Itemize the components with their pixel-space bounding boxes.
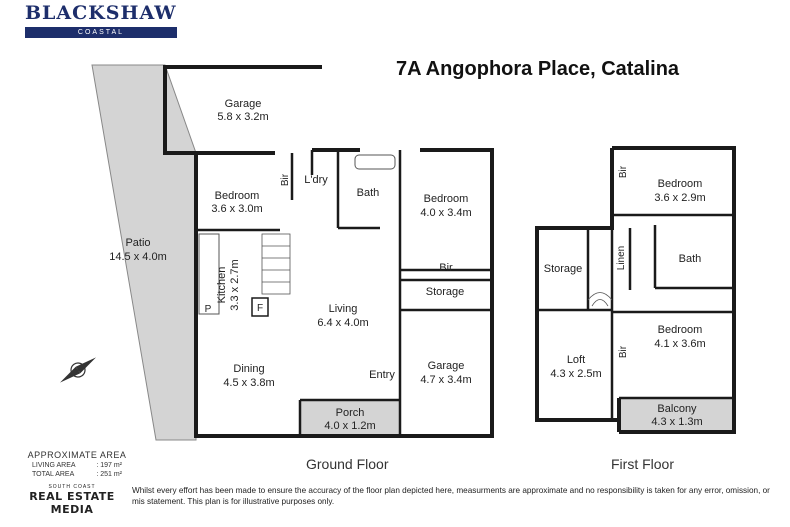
bir-first-bottom-label: Bir: [618, 345, 629, 358]
north-arrow-icon: N: [59, 357, 97, 383]
rem-logo-small: SOUTH COAST: [48, 484, 96, 490]
garage-top-dims: 5.8 x 3.2m: [217, 111, 268, 123]
area-title: APPROXIMATE AREA: [27, 450, 127, 460]
bedroom-left-name: Bedroom: [215, 190, 260, 202]
disclaimer-text: Whilst every effort has been made to ens…: [132, 486, 770, 506]
real-estate-media-logo: SOUTH COAST REAL ESTATE MEDIA: [22, 484, 122, 516]
kitchen-bench: [198, 233, 220, 315]
fridge-label: F: [257, 303, 263, 314]
ground-floor-walls: [163, 65, 494, 438]
ground-floor-interior-walls: [196, 150, 492, 436]
first-stairs: [587, 292, 613, 307]
garage-top-name: Garage: [225, 98, 262, 110]
loft-name: Loft: [567, 354, 585, 366]
logo-subtitle: COASTAL: [25, 27, 177, 38]
bedroom-first-top-dims: 3.6 x 2.9m: [654, 192, 705, 204]
area-summary: APPROXIMATE AREA LIVING AREA : 197 m² TO…: [22, 450, 132, 478]
bir-first-top-label: Bir: [618, 165, 629, 178]
company-logo: BLACKSHAW COASTAL: [25, 0, 177, 38]
loft-dims: 4.3 x 2.5m: [550, 368, 601, 380]
total-area-label: TOTAL AREA: [32, 471, 75, 478]
total-area-row: TOTAL AREA : 251 m²: [22, 471, 132, 478]
storage-first-label: Storage: [544, 263, 583, 275]
bedroom-first-top-name: Bedroom: [658, 178, 703, 190]
laundry-label: L'dry: [304, 174, 328, 186]
fridge-box: [251, 297, 269, 317]
linen-label: Linen: [616, 246, 627, 270]
balcony-name: Balcony: [657, 403, 697, 415]
bir-left-label: Bir: [280, 173, 291, 186]
living-name: Living: [329, 303, 358, 315]
bedroom-right-name: Bedroom: [424, 193, 469, 205]
total-area-value: : 251 m²: [96, 471, 122, 478]
kitchen-name: Kitchen: [216, 267, 228, 304]
first-floor-label: First Floor: [611, 456, 674, 472]
living-dims: 6.4 x 4.0m: [317, 317, 368, 329]
property-address: 7A Angophora Place, Catalina: [396, 58, 680, 80]
storage-ground-label: Storage: [426, 286, 465, 298]
garage-bottom-name: Garage: [428, 360, 465, 372]
first-floor-interior-walls: [537, 148, 734, 420]
bath-ground-label: Bath: [357, 187, 380, 199]
bedroom-right-dims: 4.0 x 3.4m: [420, 207, 471, 219]
kitchen-dims: 3.3 x 2.7m: [229, 259, 241, 310]
ground-floor-label: Ground Floor: [306, 456, 389, 472]
bath-first-label: Bath: [679, 253, 702, 265]
bathtub: [354, 154, 396, 170]
bir-right-label: Bir: [439, 262, 453, 274]
dining-name: Dining: [233, 363, 264, 375]
entry-label: Entry: [369, 369, 395, 381]
rem-logo-big: REAL ESTATE MEDIA: [29, 490, 115, 516]
living-area-value: : 197 m²: [96, 462, 122, 469]
first-floor-walls: [535, 146, 736, 434]
bedroom-first-bottom-name: Bedroom: [658, 324, 703, 336]
balcony-area: [619, 398, 734, 431]
bedroom-first-bottom-dims: 4.1 x 3.6m: [654, 338, 705, 350]
logo-name: BLACKSHAW: [25, 0, 177, 26]
porch-area: [300, 400, 400, 434]
patio-name: Patio: [125, 237, 150, 249]
porch-dims: 4.0 x 1.2m: [324, 420, 375, 432]
bedroom-left-dims: 3.6 x 3.0m: [211, 203, 262, 215]
svg-text:N: N: [73, 365, 83, 376]
dining-dims: 4.5 x 3.8m: [223, 377, 274, 389]
ground-stairs: [261, 233, 291, 295]
balcony-dims: 4.3 x 1.3m: [651, 416, 702, 428]
living-area-row: LIVING AREA : 197 m²: [22, 462, 132, 469]
porch-name: Porch: [336, 407, 365, 419]
patio-dims: 14.5 x 4.0m: [109, 251, 166, 263]
pantry-label: P: [205, 304, 212, 315]
garage-bottom-dims: 4.7 x 3.4m: [420, 374, 471, 386]
living-area-label: LIVING AREA: [32, 462, 76, 469]
